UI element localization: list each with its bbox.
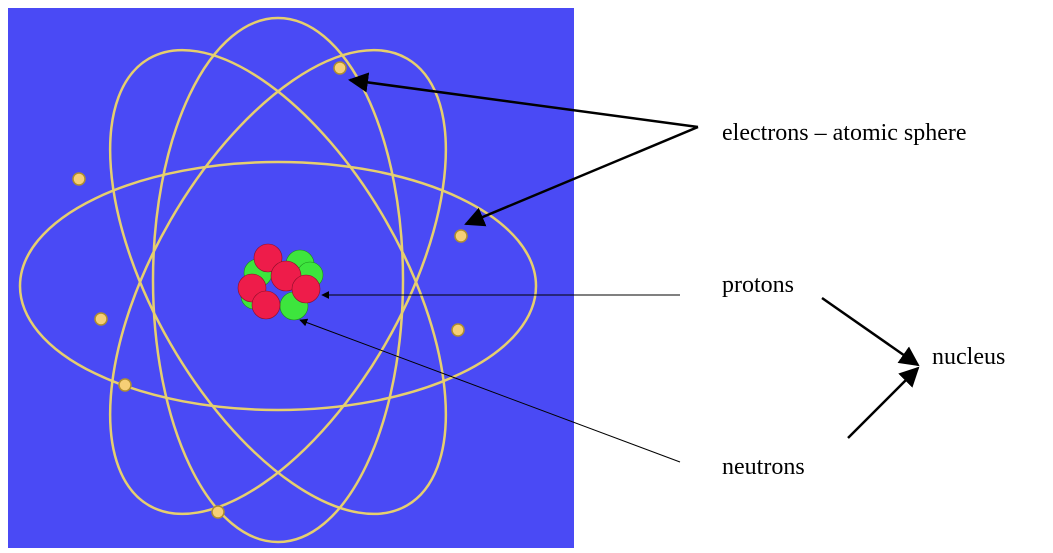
electron-dot-icon	[211, 505, 225, 519]
orbit-horizontal	[18, 160, 538, 412]
electrons-label: electrons – atomic sphere	[722, 120, 967, 146]
nucleus-label: nucleus	[932, 344, 1005, 370]
proton-sphere-icon	[251, 290, 281, 320]
proton-sphere-icon	[253, 243, 283, 273]
neutrons-arrow	[299, 318, 681, 463]
neutrons-to-nucleus-arrow	[847, 366, 920, 439]
electron-dot-icon	[72, 172, 86, 186]
electron-arrow-upper	[348, 72, 699, 129]
nucleus-cluster	[237, 243, 324, 321]
orbits	[18, 16, 538, 544]
orbit-diagonal-right	[108, 48, 448, 516]
protons-to-nucleus-arrow	[821, 296, 920, 367]
protons-label: protons	[722, 272, 794, 298]
electron-dot-icon	[451, 323, 465, 337]
neutrons-label: neutrons	[722, 454, 805, 480]
orbit-diagonal-left	[108, 48, 448, 516]
electron-dot-icon	[333, 61, 347, 75]
pointer-arrows	[299, 72, 920, 463]
orbit-vertical	[151, 16, 405, 544]
electron-dot-icon	[454, 229, 468, 243]
electron-dot-icon	[118, 378, 132, 392]
electrons	[72, 61, 468, 519]
electron-dot-icon	[94, 312, 108, 326]
electron-arrow-lower	[464, 125, 699, 227]
proton-sphere-icon	[291, 274, 321, 304]
